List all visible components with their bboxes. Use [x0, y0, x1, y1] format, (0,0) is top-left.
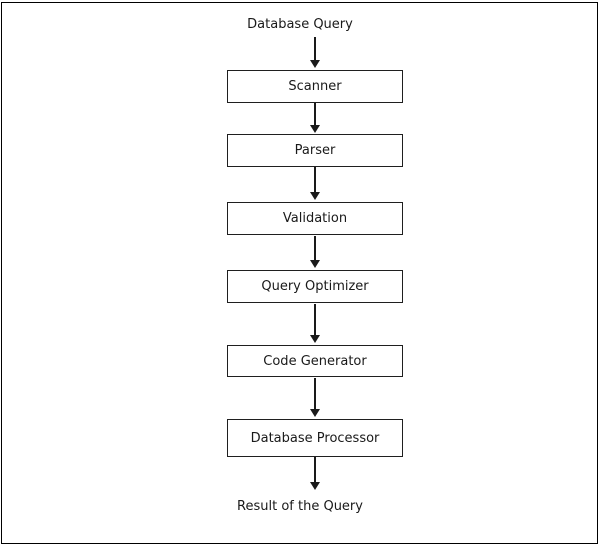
- down-arrow-icon: [309, 167, 321, 200]
- flow-box-label: Scanner: [288, 79, 342, 94]
- flow-box-query-optimizer: Query Optimizer: [227, 270, 403, 303]
- arrow-head-icon: [310, 335, 320, 343]
- arrow-shaft: [314, 103, 316, 126]
- arrow-shaft: [314, 37, 316, 61]
- flow-box-parser: Parser: [227, 134, 403, 167]
- down-arrow-icon: [309, 457, 321, 490]
- flow-box-label: Database Processor: [250, 430, 380, 446]
- flow-box-code-generator: Code Generator: [227, 345, 403, 377]
- arrow-shaft: [314, 457, 316, 483]
- flow-box-label: Code Generator: [263, 353, 367, 369]
- flow-start-label: Database Query: [247, 17, 353, 32]
- flow-end-label: Result of the Query: [237, 499, 363, 514]
- arrow-head-icon: [310, 260, 320, 268]
- arrow-shaft: [314, 167, 316, 193]
- arrow-head-icon: [310, 125, 320, 133]
- flow-box-label: Validation: [282, 211, 348, 226]
- down-arrow-icon: [309, 304, 321, 343]
- flow-box-validation: Validation: [227, 202, 403, 235]
- down-arrow-icon: [309, 103, 321, 133]
- arrow-shaft: [314, 378, 316, 410]
- arrow-head-icon: [310, 482, 320, 490]
- flow-box-database-processor: Database Processor: [227, 419, 403, 457]
- down-arrow-icon: [309, 37, 321, 68]
- arrow-head-icon: [310, 60, 320, 68]
- flow-box-label: Parser: [294, 143, 336, 158]
- arrow-head-icon: [310, 409, 320, 417]
- arrow-head-icon: [310, 192, 320, 200]
- flow-box-scanner: Scanner: [227, 70, 403, 103]
- arrow-shaft: [314, 236, 316, 261]
- flow-box-label: Query Optimizer: [261, 279, 369, 294]
- down-arrow-icon: [309, 378, 321, 417]
- down-arrow-icon: [309, 236, 321, 268]
- arrow-shaft: [314, 304, 316, 336]
